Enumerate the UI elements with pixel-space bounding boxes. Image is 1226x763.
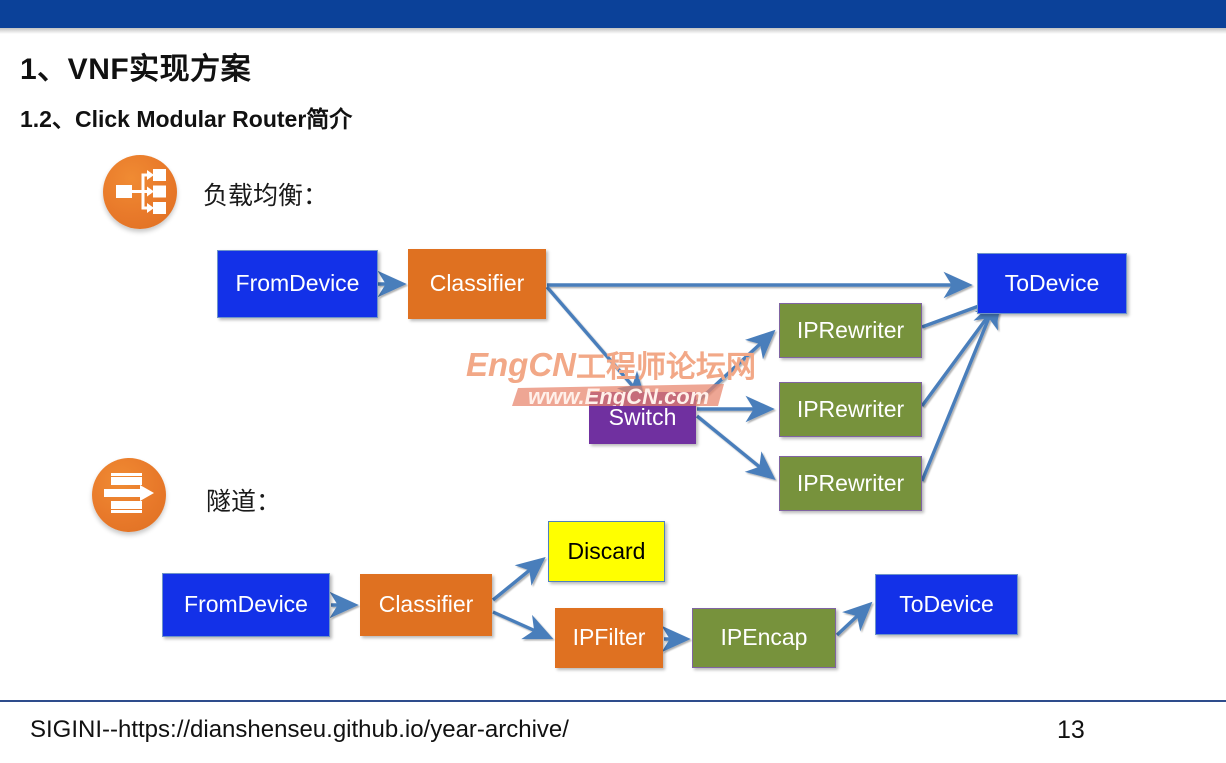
node-label: IPRewriter	[796, 316, 905, 343]
node-label: Classifier	[378, 591, 474, 618]
edge-lb-switch-iprewriter1	[695, 329, 776, 404]
edge-lb-switch-iprewriter3	[695, 414, 776, 481]
node-lb-switch[interactable]: Switch	[589, 392, 696, 444]
page-title: 1、VNF实现方案	[20, 53, 252, 86]
node-label: ToDevice	[899, 590, 994, 617]
node-label: FromDevice	[184, 591, 308, 618]
load-balancer-icon	[103, 155, 177, 229]
node-label: IPRewriter	[796, 395, 905, 422]
tunnel-glyph	[104, 473, 154, 513]
edge-lb-iprewriter3-todevice	[920, 298, 998, 482]
node-tn-discard[interactable]: Discard	[548, 521, 665, 582]
watermark-brand-cn: 工程师论坛网	[576, 350, 756, 385]
node-label: FromDevice	[235, 270, 360, 297]
edge-tn-classifier-ipfilter	[492, 610, 554, 640]
top-banner	[0, 0, 1226, 28]
node-tn-ipfilter[interactable]: IPFilter	[555, 608, 663, 668]
section-label-load-balance: 负载均衡：	[203, 182, 329, 210]
page-subtitle: 1.2、Click Modular Router简介	[20, 106, 353, 132]
node-label: IPFilter	[572, 624, 646, 651]
section-label-tunnel: 隧道：	[206, 488, 282, 516]
node-lb-iprewriter-1[interactable]: IPRewriter	[779, 303, 922, 358]
node-lb-iprewriter-2[interactable]: IPRewriter	[779, 382, 922, 437]
node-tn-classifier[interactable]: Classifier	[360, 574, 492, 636]
node-lb-fromdevice[interactable]: FromDevice	[217, 250, 378, 318]
node-label: IPRewriter	[796, 469, 905, 496]
node-lb-iprewriter-3[interactable]: IPRewriter	[779, 456, 922, 511]
node-tn-fromdevice[interactable]: FromDevice	[162, 573, 330, 637]
load-balancer-glyph	[116, 169, 166, 214]
node-lb-classifier[interactable]: Classifier	[408, 249, 546, 319]
top-banner-shadow	[0, 28, 1226, 34]
node-label: Switch	[608, 404, 677, 431]
edge-lb-classifier-switch	[545, 285, 647, 402]
node-tn-todevice[interactable]: ToDevice	[875, 574, 1018, 635]
edge-lb-iprewriter2-todevice	[920, 296, 1003, 408]
node-lb-todevice[interactable]: ToDevice	[977, 253, 1127, 314]
footer-divider	[0, 700, 1226, 702]
node-tn-ipencap[interactable]: IPEncap	[692, 608, 836, 668]
edge-tn-ipencap-todevice	[835, 601, 873, 637]
page-number: 13	[1057, 716, 1085, 744]
node-label: ToDevice	[1004, 269, 1100, 296]
watermark-brand: EngCN	[466, 346, 577, 383]
footer-url: SIGINI--https://dianshenseu.github.io/ye…	[30, 716, 569, 743]
edge-tn-classifier-discard	[491, 556, 546, 602]
node-label: IPEncap	[720, 624, 808, 651]
node-label: Classifier	[429, 270, 525, 297]
tunnel-icon	[92, 458, 166, 532]
node-label: Discard	[567, 537, 646, 564]
